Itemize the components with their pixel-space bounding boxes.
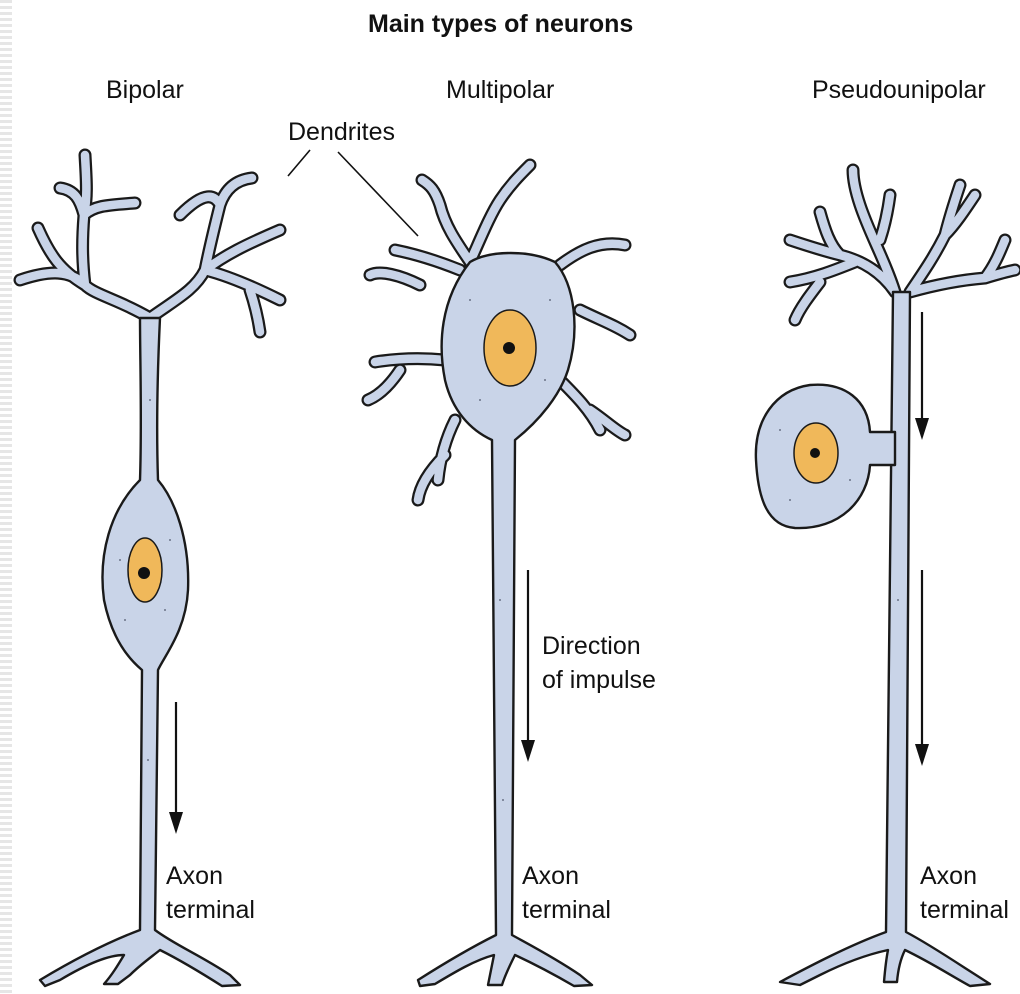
multipolar-axon-terminal-line2: terminal [522, 894, 611, 926]
pseudounipolar-lower-arrow [915, 570, 929, 766]
pseudounipolar-nucleolus [810, 448, 820, 458]
multipolar-label: Multipolar [446, 74, 554, 106]
impulse-label-line2: of impulse [542, 664, 656, 696]
diagram-title: Main types of neurons [368, 8, 633, 40]
bipolar-neuron [20, 155, 280, 986]
pseudounipolar-upper-arrow [915, 312, 929, 440]
bipolar-nucleolus [138, 567, 150, 579]
pseudounipolar-label: Pseudounipolar [812, 74, 986, 106]
dendrites-leader-lines [288, 150, 418, 236]
multipolar-nucleolus [503, 342, 515, 354]
dendrites-label: Dendrites [288, 116, 395, 148]
bipolar-dendrites [20, 155, 280, 332]
impulse-label-line1: Direction [542, 630, 641, 662]
bipolar-axon-terminal-line1: Axon [166, 860, 223, 892]
bipolar-label: Bipolar [106, 74, 184, 106]
multipolar-neuron [368, 165, 630, 986]
pseudounipolar-axon-terminal-line1: Axon [920, 860, 977, 892]
pseudounipolar-axon-terminal-line2: terminal [920, 894, 1009, 926]
multipolar-axon-terminal-line1: Axon [522, 860, 579, 892]
bipolar-impulse-arrow [169, 702, 183, 834]
bipolar-axon-terminal-line2: terminal [166, 894, 255, 926]
multipolar-impulse-arrow [521, 570, 535, 762]
